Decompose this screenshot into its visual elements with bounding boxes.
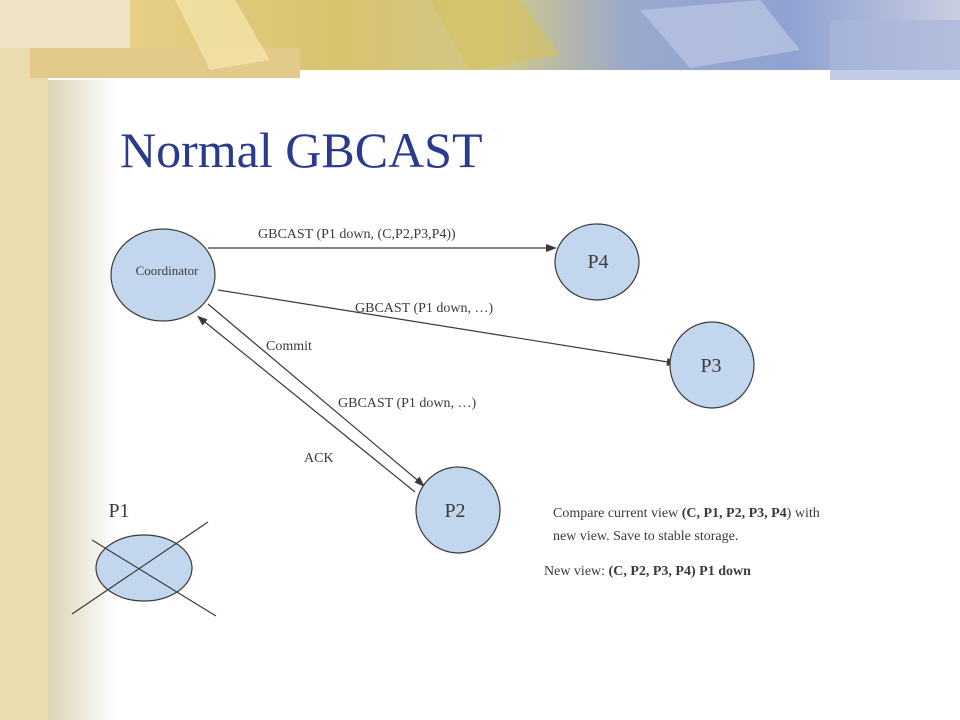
note-compare-view-line1: Compare current view (C, P1, P2, P3, P4)…: [553, 506, 820, 521]
note-new-view-bold: (C, P2, P3, P4) P1 down: [609, 564, 752, 579]
left-sponge-band: [0, 0, 48, 720]
cross-line-1: [91, 539, 217, 617]
note-compare-bold: (C, P1, P2, P3, P4: [682, 506, 787, 521]
note-compare-view-line2: new view. Save to stable storage.: [553, 529, 738, 544]
note-compare-pre: Compare current view: [553, 506, 682, 521]
message-to-p4: GBCAST (P1 down, (C,P2,P3,P4)): [258, 227, 456, 242]
node-coordinator: [110, 228, 216, 322]
cross-line-2: [71, 521, 209, 615]
banner-leaf-shape-2: [430, 0, 560, 70]
message-to-p3: GBCAST (P1 down, …): [355, 301, 494, 316]
arrow-p2-ack-to-coordinator: [199, 317, 416, 493]
process-nodes: [95, 223, 755, 602]
label-p1: P1: [108, 500, 129, 522]
left-fade-band: [48, 80, 118, 720]
message-to-p2: GBCAST (P1 down, …): [338, 396, 477, 411]
arrowhead-coordinator: [197, 315, 208, 326]
arrow-coordinator-to-p2: [207, 303, 423, 485]
node-p4: [554, 223, 640, 301]
node-p1: [95, 534, 193, 602]
banner-leaf-shape: [175, 0, 270, 70]
top-left-corner: [0, 0, 130, 48]
label-p4: P4: [587, 251, 608, 273]
message-commit: Commit: [266, 339, 312, 354]
node-p2: [415, 466, 501, 554]
arrow-coordinator-to-p3: [217, 289, 675, 364]
arrowhead-p2: [414, 476, 425, 487]
label-p3: P3: [700, 355, 721, 377]
top-right-blue-block: [830, 20, 960, 80]
slide-title: Normal GBCAST: [120, 122, 483, 178]
banner-flower-shape: [640, 0, 800, 68]
node-p3: [669, 321, 755, 409]
p1-cross-mark: [71, 521, 217, 617]
label-coordinator: Coordinator: [136, 263, 199, 278]
note-new-view: New view: (C, P2, P3, P4) P1 down: [544, 564, 751, 579]
message-ack: ACK: [304, 451, 334, 466]
note-new-view-pre: New view:: [544, 564, 609, 579]
arrowhead-p4: [546, 244, 557, 252]
label-p2: P2: [444, 500, 465, 522]
note-compare-post: ) with: [787, 506, 820, 521]
